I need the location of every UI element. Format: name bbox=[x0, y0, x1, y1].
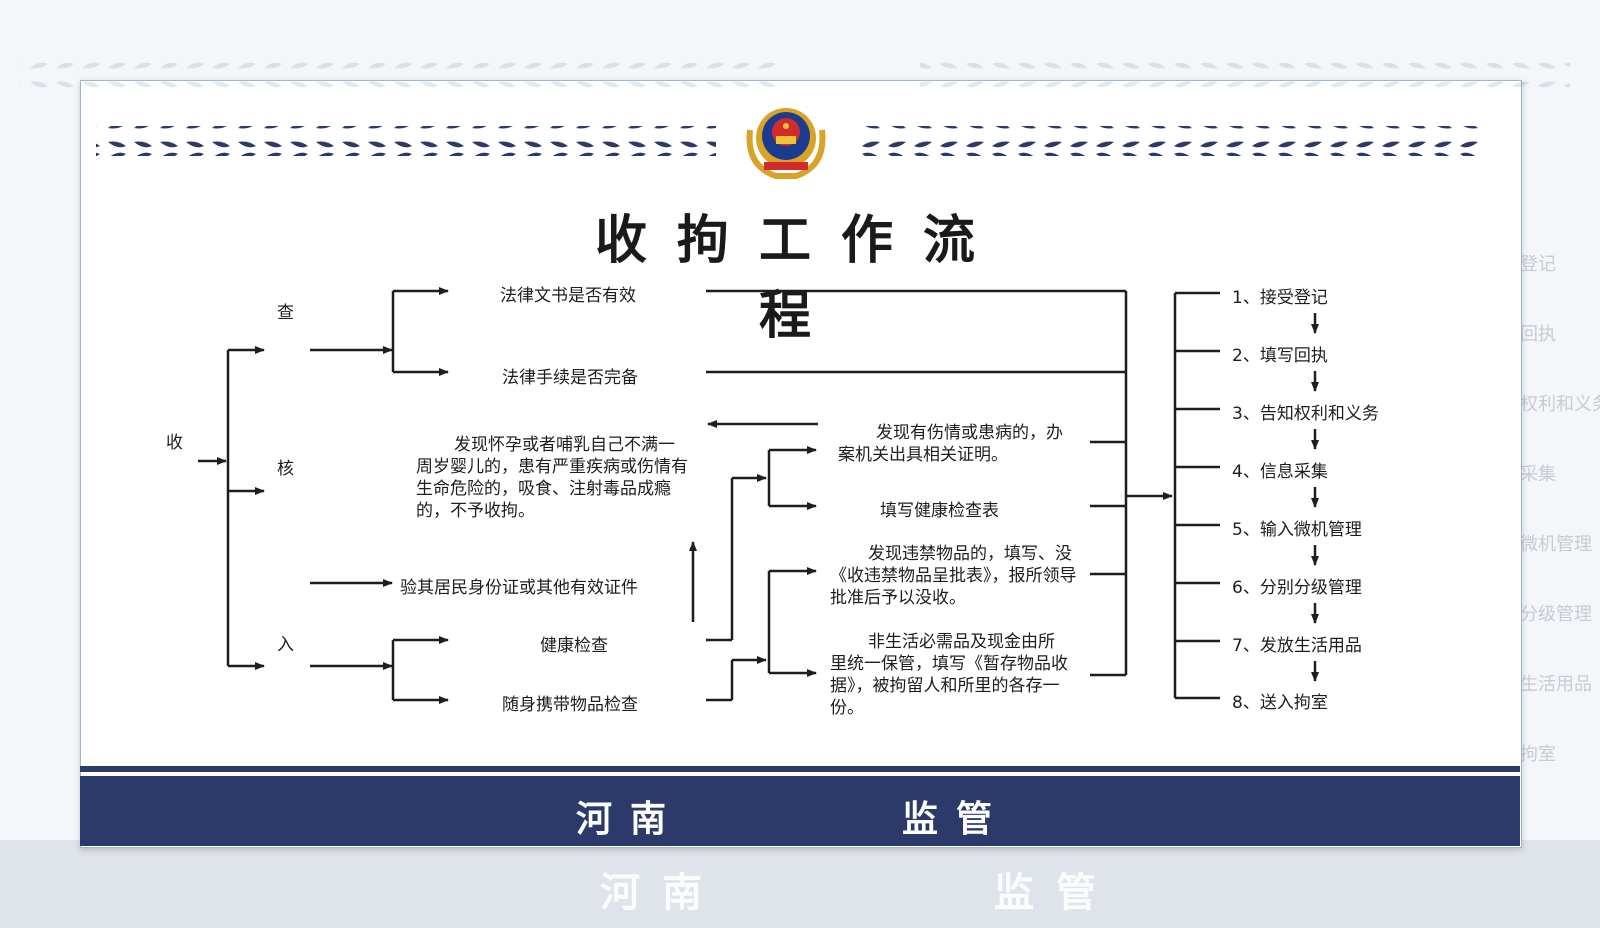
node-legal-doc: 法律文书是否有效 bbox=[500, 286, 636, 306]
label-ru: 入 bbox=[277, 635, 294, 655]
step-item: 4、信息采集 bbox=[1232, 462, 1328, 482]
footer-left-text: 河南 bbox=[576, 799, 685, 840]
ghost-label: 微机管理 bbox=[1520, 534, 1592, 555]
page-title: 收拘工作流程 bbox=[594, 210, 1005, 346]
reflection-left-text: 河南 bbox=[600, 870, 724, 916]
node-contraband: 发现违禁物品的，填写、没《收违禁物品呈批表》，报所领导批准后予以没收。 bbox=[830, 544, 1077, 608]
reflection-right-text: 监管 bbox=[994, 870, 1118, 916]
outer-garland-left bbox=[20, 58, 780, 88]
node-not-accept: 发现怀孕或者哺乳自己不满一周岁婴儿的，患有严重疾病或伤情有生命危险的，吸食、注射… bbox=[416, 435, 688, 521]
label-cha: 查 bbox=[277, 303, 294, 323]
ghost-label: 登记 bbox=[1520, 254, 1556, 275]
step-item: 5、输入微机管理 bbox=[1232, 520, 1362, 540]
ghost-label: 权利和义务 bbox=[1520, 394, 1600, 415]
step-item: 3、告知权利和义务 bbox=[1232, 404, 1379, 424]
flow-board bbox=[80, 80, 1522, 848]
ghost-label: 拘室 bbox=[1520, 744, 1556, 765]
ghost-label: 回执 bbox=[1520, 324, 1556, 345]
footer-right-text: 监管 bbox=[902, 799, 1011, 840]
node-belongings-check: 随身携带物品检查 bbox=[502, 695, 638, 715]
ghost-label: 分级管理 bbox=[1520, 604, 1592, 625]
node-health-check: 健康检查 bbox=[540, 636, 608, 656]
middle-connectors bbox=[689, 289, 1173, 702]
ghost-label: 生活用品 bbox=[1520, 674, 1592, 695]
step-item: 7、发放生活用品 bbox=[1232, 636, 1362, 656]
garland-left bbox=[96, 126, 716, 156]
steps-connectors bbox=[1173, 291, 1319, 700]
node-id-check: 验其居民身份证或其他有效证件 bbox=[400, 578, 638, 598]
step-item: 6、分别分级管理 bbox=[1232, 578, 1362, 598]
step-item: 2、填写回执 bbox=[1232, 346, 1328, 366]
ghost-label: 采集 bbox=[1520, 464, 1556, 485]
police-emblem-icon bbox=[746, 108, 826, 179]
node-custody: 非生活必需品及现金由所里统一保管，填写《暂存物品收据》，被拘留人和所里的各存一份… bbox=[830, 632, 1068, 718]
footer-band bbox=[80, 776, 1520, 846]
label-shou: 收 bbox=[166, 433, 183, 453]
left-connectors bbox=[198, 287, 449, 704]
node-injury: 发现有伤情或患病的，办案机关出具相关证明。 bbox=[838, 423, 1063, 465]
step-item: 1、接受登记 bbox=[1232, 288, 1328, 308]
footer-stripe bbox=[80, 766, 1520, 772]
node-health-form: 填写健康检查表 bbox=[880, 501, 999, 521]
outer-garland-right bbox=[920, 58, 1570, 88]
step-item: 8、送入拘室 bbox=[1232, 693, 1328, 713]
label-he: 核 bbox=[277, 459, 294, 479]
garland-right bbox=[858, 126, 1478, 156]
node-legal-proc: 法律手续是否完备 bbox=[502, 368, 638, 388]
